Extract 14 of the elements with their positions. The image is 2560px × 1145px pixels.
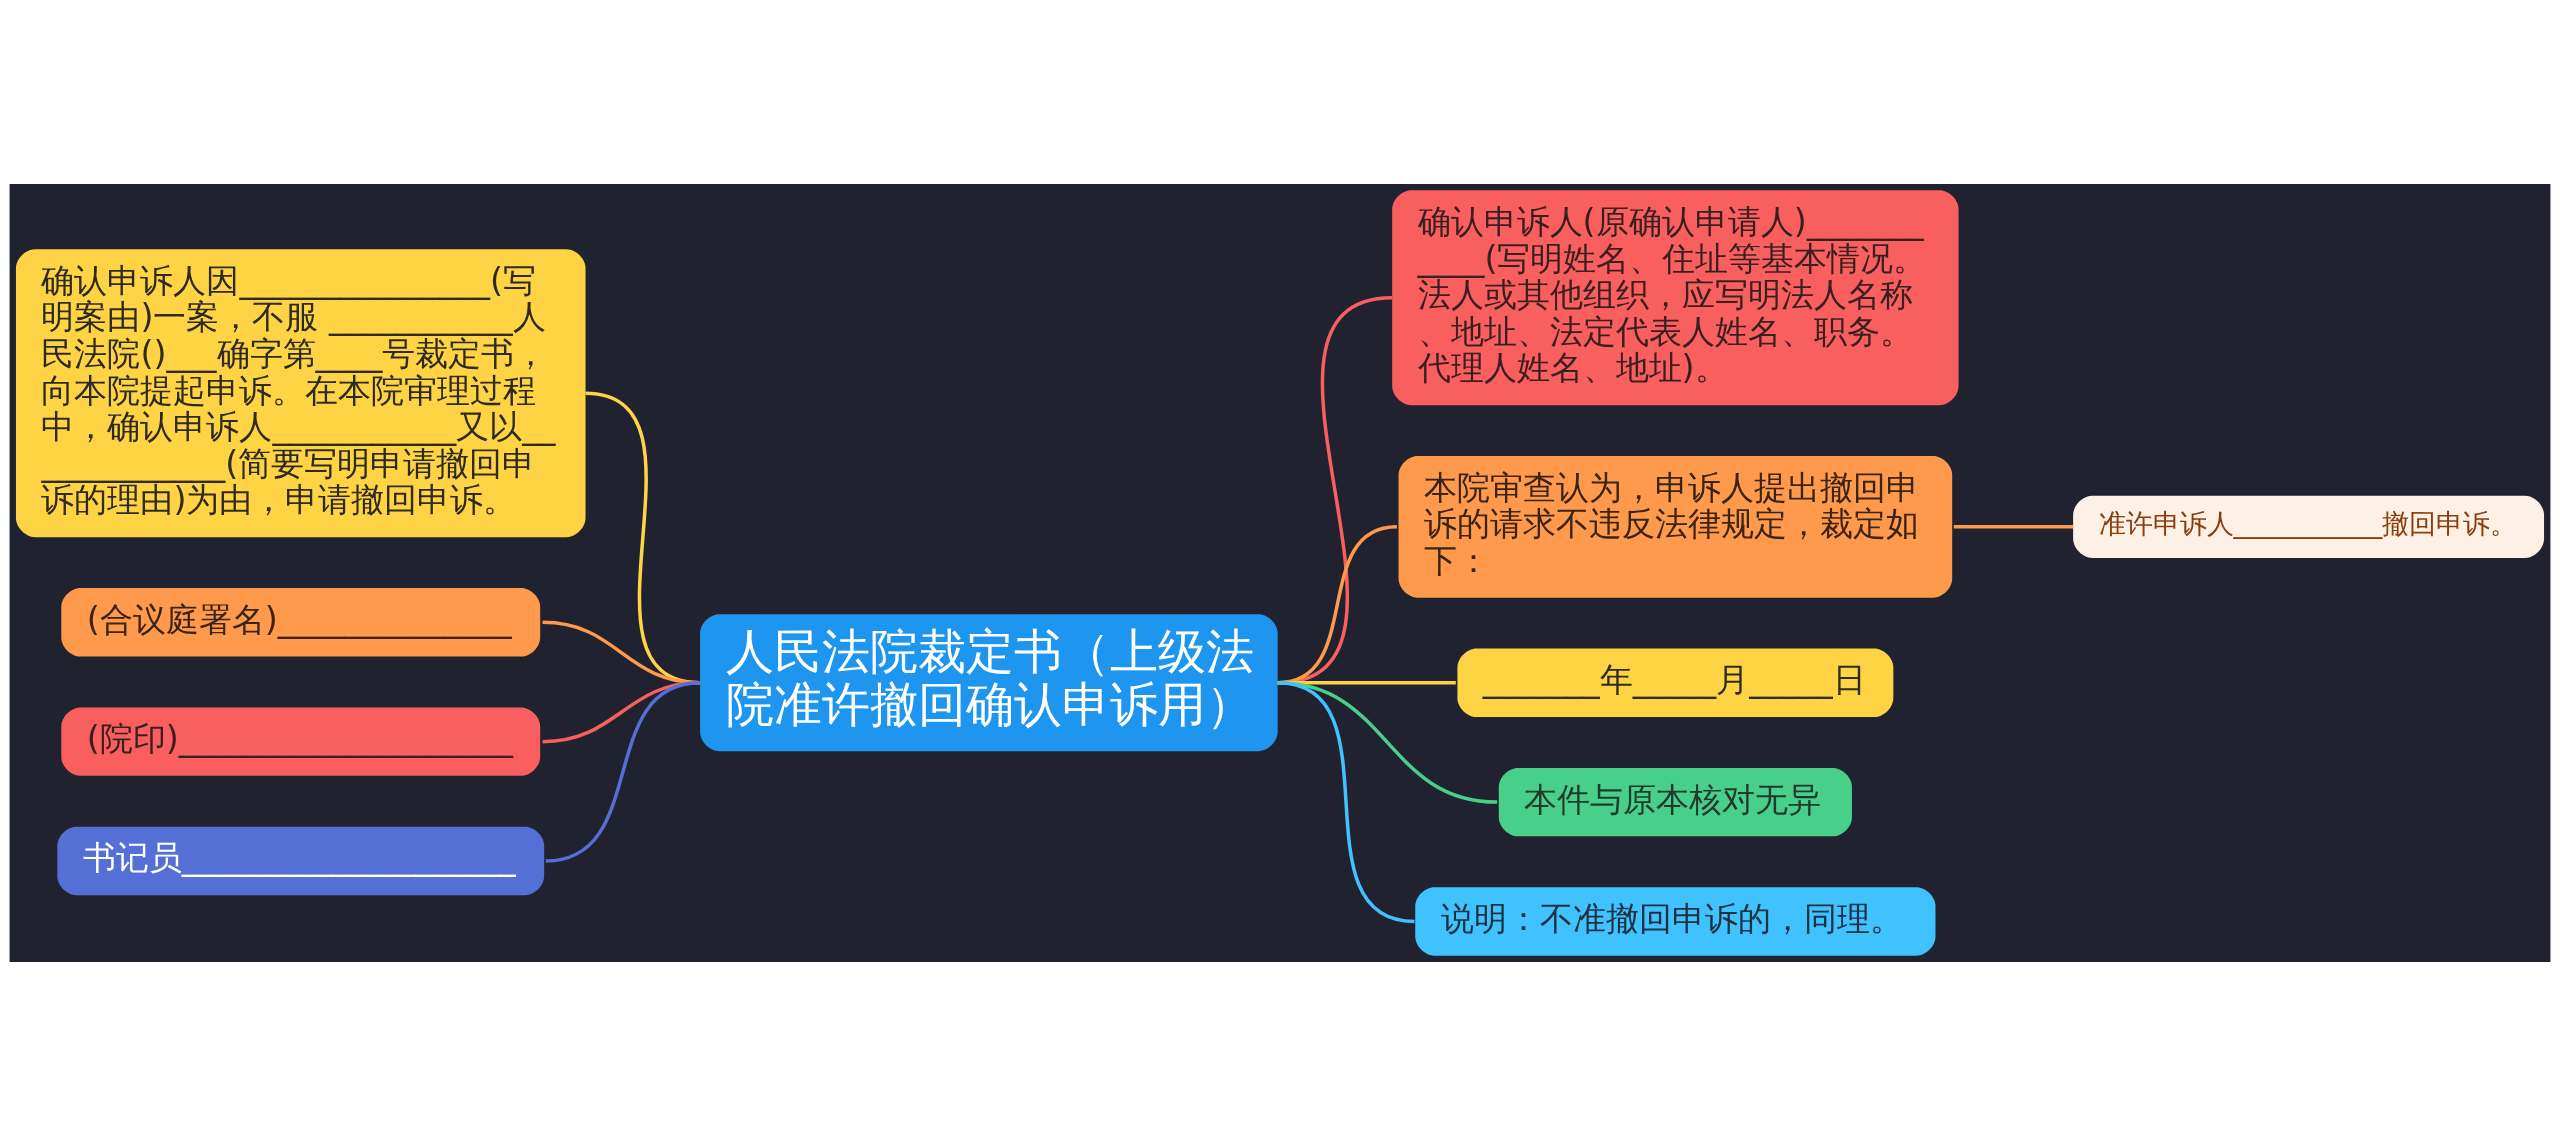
node-box: 书记员____________________: [57, 826, 545, 895]
connector: [1277, 680, 1415, 923]
node-box: 本件与原本核对无异: [1498, 767, 1852, 836]
node-box: 确认申诉人因_______________(写明案由)一案，不服 ___________人民法院()___确字第____号裁定书，向本院提起申诉。在本院审理过程中，确认申诉人___________又以_____________(简要写明申请撤回申诉的理由)为由，申请撤回申诉。: [15, 248, 586, 537]
node-box: 准许申诉人___________撤回申诉。: [2073, 495, 2545, 558]
node-box: 人民法院裁定书（上级法院准许撤回确认申诉用）: [700, 613, 1278, 751]
node-box: (院印)____________________: [61, 706, 541, 776]
connector: [1953, 524, 2074, 529]
connector: [545, 680, 701, 863]
node-box: _______年_____月_____日: [1457, 648, 1894, 717]
node-box: (合议庭署名)______________: [61, 587, 541, 657]
node-box: 说明：不准撤回申诉的，同理。: [1415, 886, 1936, 956]
node-box: 确认申诉人(原确认申请人)___________(写明姓名、住址等基本情况。法人或其他组织，应写明法人名称、地址、法定代表人姓名、职务。代理人姓名、地址)。: [1392, 189, 1959, 405]
node-box: 本院审查认为，申诉人提出撤回申诉的请求不违反法律规定，裁定如下：: [1398, 455, 1953, 598]
